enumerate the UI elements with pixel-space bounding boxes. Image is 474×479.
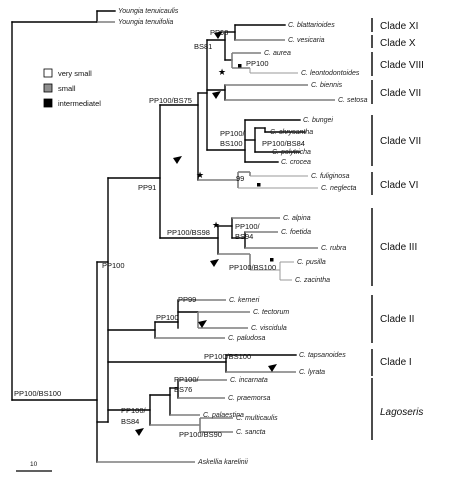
support-value: PP100/ — [121, 406, 147, 415]
taxon-labels: Youngia tenuicaulis Youngia tenuifolia C… — [118, 8, 368, 466]
legend-swatch-very-small — [43, 68, 53, 78]
support-value: 99 — [236, 174, 244, 183]
taxon-label: C. crocea — [281, 159, 311, 166]
triangle-marker — [173, 156, 182, 164]
triangle-marker — [198, 320, 207, 328]
taxon-label: C. aurea — [264, 50, 291, 57]
clade-label: Clade VII — [380, 136, 421, 147]
support-value: PP91 — [138, 183, 156, 192]
taxon-label: C. viscidula — [251, 325, 287, 332]
support-value: BS81 — [194, 42, 212, 51]
taxon-label: C. neglecta — [321, 185, 357, 192]
taxon-label: C. kerneri — [229, 297, 260, 304]
character-markers: ★ ★ ★ — [135, 31, 277, 436]
support-value: PP100/BS100 — [229, 263, 276, 272]
support-value: PP100/ — [235, 222, 261, 231]
taxon-label: C. pusilla — [297, 259, 326, 266]
support-value: PP100/BS100 — [204, 352, 251, 361]
tree-branches — [11, 10, 335, 463]
scale-bar: 10 — [16, 461, 52, 472]
taxon-label: C. polytricha — [272, 149, 311, 156]
taxon-label: Youngia tenuicaulis — [118, 8, 179, 15]
taxon-label: C. vesicaria — [288, 37, 325, 44]
support-value: PP98 — [210, 28, 228, 37]
legend-label: small — [58, 84, 76, 93]
clade-label: Clade VII — [380, 88, 421, 99]
square-marker — [270, 258, 274, 262]
taxon-label: C. fuliginosa — [311, 173, 350, 180]
clade-label: Lagoseris — [380, 407, 423, 418]
taxon-label: Askellia karelinii — [197, 459, 248, 466]
taxon-label: C. blattarioides — [288, 22, 335, 29]
triangle-marker — [135, 428, 144, 436]
clade-label: Clade I — [380, 357, 412, 368]
support-value: BS100 — [220, 139, 243, 148]
square-marker — [257, 183, 261, 187]
taxon-label: C. chrysantha — [270, 129, 313, 136]
legend: very small small intermediatel — [43, 68, 101, 108]
legend-label: intermediatel — [58, 99, 101, 108]
square-marker — [238, 64, 242, 68]
support-value: PP100/ — [174, 375, 200, 384]
support-value: PP100 — [156, 313, 179, 322]
clade-label: Clade VI — [380, 180, 418, 191]
support-value: PP100 — [246, 59, 269, 68]
support-value: BS94 — [235, 232, 253, 241]
taxon-label: C. lyrata — [299, 369, 325, 376]
taxon-label: C. alpina — [283, 215, 311, 222]
support-value: PP100/BS100 — [14, 389, 61, 398]
star-marker: ★ — [218, 67, 226, 77]
support-value: BS84 — [121, 417, 139, 426]
support-value: PP100/BS75 — [149, 96, 192, 105]
taxon-label: C. sancta — [236, 429, 266, 436]
clade-label: Clade III — [380, 242, 417, 253]
taxon-label: C. biennis — [311, 82, 343, 89]
support-value: PP100/BS98 — [167, 228, 210, 237]
taxon-label: C. rubra — [321, 245, 346, 252]
triangle-marker — [214, 31, 223, 39]
legend-swatch-intermediate — [43, 98, 53, 108]
triangle-marker — [210, 259, 219, 267]
taxon-label: C. incarnata — [230, 377, 268, 384]
taxon-label: C. leontodontoides — [301, 70, 360, 77]
triangle-marker — [212, 91, 221, 99]
star-marker: ★ — [212, 220, 220, 230]
taxon-label: C. multicaulis — [236, 415, 278, 422]
taxon-label: C. tapsanoides — [299, 352, 346, 359]
scale-label: 10 — [30, 461, 38, 468]
taxon-label: C. bungei — [303, 117, 333, 124]
triangle-marker — [268, 364, 277, 372]
support-value: BS76 — [174, 385, 192, 394]
taxon-label: C. tectorum — [253, 309, 289, 316]
star-marker: ★ — [196, 170, 204, 180]
support-value: PP100/BS90 — [179, 430, 222, 439]
clade-annotations: Clade XI Clade X Clade VIII Clade VII Cl… — [371, 18, 424, 440]
taxon-label: C. praemorsa — [228, 395, 271, 402]
clade-label: Clade II — [380, 314, 414, 325]
support-value: PP100/BS84 — [262, 139, 305, 148]
taxon-label: C. paludosa — [228, 335, 265, 342]
clade-label: Clade VIII — [380, 60, 424, 71]
support-values: PP98 BS81 PP100 PP100/BS75 PP100/ BS100 … — [14, 28, 305, 439]
taxon-label: Youngia tenuifolia — [118, 19, 173, 26]
taxon-label: C. zacintha — [295, 277, 330, 284]
taxon-label: C. setosa — [338, 97, 368, 104]
legend-swatch-small — [43, 83, 53, 93]
support-value: PP100/ — [220, 129, 246, 138]
taxon-label: C. palaestina — [203, 412, 244, 419]
clade-label: Clade XI — [380, 21, 418, 32]
legend-label: very small — [58, 69, 92, 78]
support-value: PP99 — [178, 295, 196, 304]
taxon-label: C. foetida — [281, 229, 311, 236]
clade-label: Clade X — [380, 38, 416, 49]
support-value: PP100 — [102, 261, 125, 270]
